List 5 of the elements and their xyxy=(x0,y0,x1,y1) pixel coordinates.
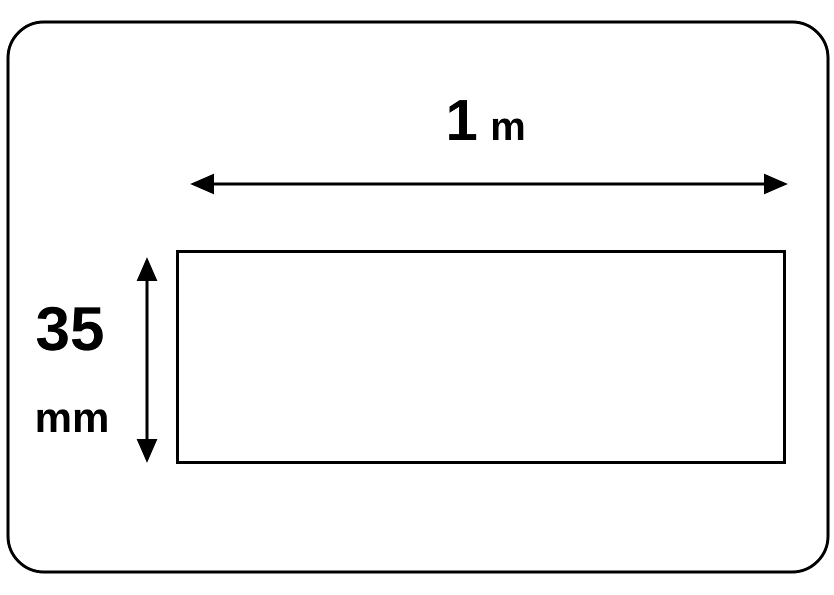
dimension-label: mm xyxy=(37,409,107,432)
dimension-label: 35 xyxy=(36,306,103,351)
dimension-label: 1 xyxy=(449,100,476,140)
tape-outline xyxy=(176,250,786,464)
dimension-label: m xyxy=(492,118,524,140)
